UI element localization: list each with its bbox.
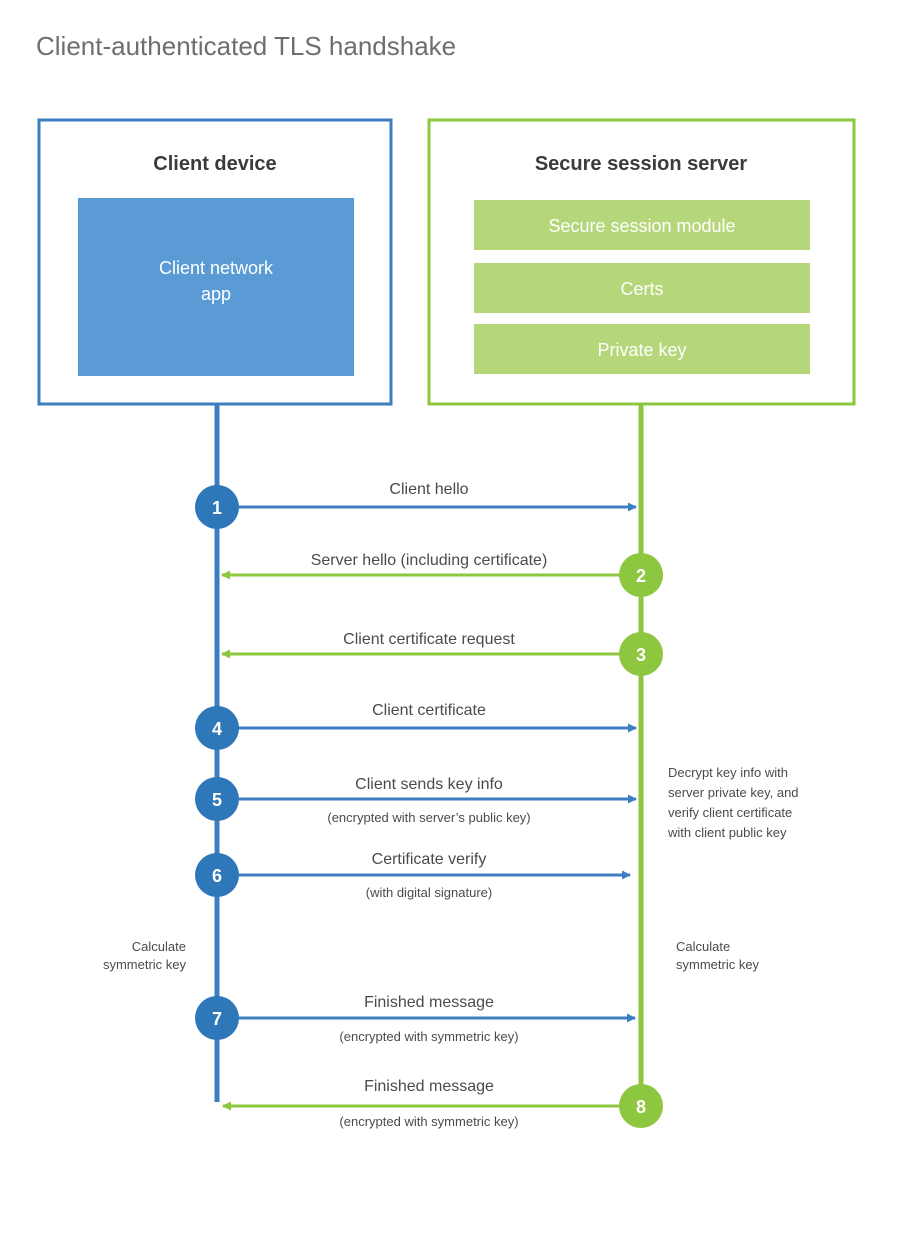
step-number-2: 2 bbox=[636, 566, 646, 586]
message-3-label: Client certificate request bbox=[343, 631, 515, 648]
server-box-title: Secure session server bbox=[535, 153, 748, 175]
message-row-5: Client sends key info (encrypted with se… bbox=[195, 776, 637, 825]
client-calculate-note-line-2: symmetric key bbox=[103, 957, 187, 972]
server-decrypt-note-line-1: Decrypt key info with bbox=[668, 765, 788, 780]
client-box-title: Client device bbox=[153, 153, 276, 175]
step-number-4: 4 bbox=[212, 719, 222, 739]
client-device-box: Client device Client network app bbox=[37, 118, 393, 406]
page-title: Client-authenticated TLS handshake bbox=[36, 31, 456, 61]
step-number-6: 6 bbox=[212, 866, 222, 886]
step-badge-8 bbox=[619, 1084, 663, 1128]
message-row-4: Client certificate 4 bbox=[195, 702, 637, 750]
certs-box bbox=[474, 263, 810, 313]
secure-session-module-box bbox=[474, 200, 810, 250]
message-row-6: Certificate verify (with digital signatu… bbox=[195, 851, 631, 900]
message-7-sublabel: (encrypted with symmetric key) bbox=[339, 1029, 518, 1044]
message-row-7: Finished message (encrypted with symmetr… bbox=[195, 994, 636, 1044]
step-badge-4 bbox=[195, 706, 239, 750]
message-row-1: Client hello 1 bbox=[195, 481, 637, 529]
message-row-3: Client certificate request 3 bbox=[221, 631, 663, 676]
message-7-label: Finished message bbox=[364, 994, 494, 1011]
server-decrypt-note: Decrypt key info with server private key… bbox=[667, 765, 799, 840]
message-6-label: Certificate verify bbox=[372, 851, 487, 868]
step-badge-1 bbox=[195, 485, 239, 529]
private-key-box bbox=[474, 324, 810, 374]
message-8-label: Finished message bbox=[364, 1078, 494, 1095]
client-calculate-note: Calculate symmetric key bbox=[103, 939, 187, 972]
client-network-app-box bbox=[78, 198, 354, 376]
step-badge-5 bbox=[195, 777, 239, 821]
step-badge-3 bbox=[619, 632, 663, 676]
client-network-app-label-line2: app bbox=[201, 284, 231, 304]
message-row-8: Finished message (encrypted with symmetr… bbox=[222, 1078, 663, 1129]
secure-session-module-label: Secure session module bbox=[548, 216, 735, 236]
client-network-app-label-line1: Client network bbox=[159, 258, 274, 278]
step-number-7: 7 bbox=[212, 1009, 222, 1029]
message-5-sublabel: (encrypted with server’s public key) bbox=[327, 810, 530, 825]
server-calculate-note-line-2: symmetric key bbox=[676, 957, 760, 972]
message-4-label: Client certificate bbox=[372, 702, 486, 719]
server-decrypt-note-line-4: with client public key bbox=[667, 825, 787, 840]
step-badge-6 bbox=[195, 853, 239, 897]
message-5-label: Client sends key info bbox=[355, 776, 503, 793]
message-row-2: Server hello (including certificate) 2 bbox=[221, 552, 663, 597]
private-key-label: Private key bbox=[597, 340, 686, 360]
client-calculate-note-line-1: Calculate bbox=[132, 939, 186, 954]
server-calculate-note-line-1: Calculate bbox=[676, 939, 730, 954]
secure-session-server-box: Secure session server Secure session mod… bbox=[427, 118, 856, 406]
step-number-1: 1 bbox=[212, 498, 222, 518]
server-decrypt-note-line-2: server private key, and bbox=[668, 785, 799, 800]
server-calculate-note: Calculate symmetric key bbox=[676, 939, 760, 972]
step-badge-2 bbox=[619, 553, 663, 597]
message-6-sublabel: (with digital signature) bbox=[366, 885, 492, 900]
step-badge-7 bbox=[195, 996, 239, 1040]
step-number-3: 3 bbox=[636, 645, 646, 665]
step-number-8: 8 bbox=[636, 1097, 646, 1117]
server-decrypt-note-line-3: verify client certificate bbox=[668, 805, 792, 820]
message-2-label: Server hello (including certificate) bbox=[311, 552, 548, 569]
step-number-5: 5 bbox=[212, 790, 222, 810]
message-8-sublabel: (encrypted with symmetric key) bbox=[339, 1114, 518, 1129]
certs-label: Certs bbox=[620, 279, 663, 299]
message-1-label: Client hello bbox=[389, 481, 468, 498]
